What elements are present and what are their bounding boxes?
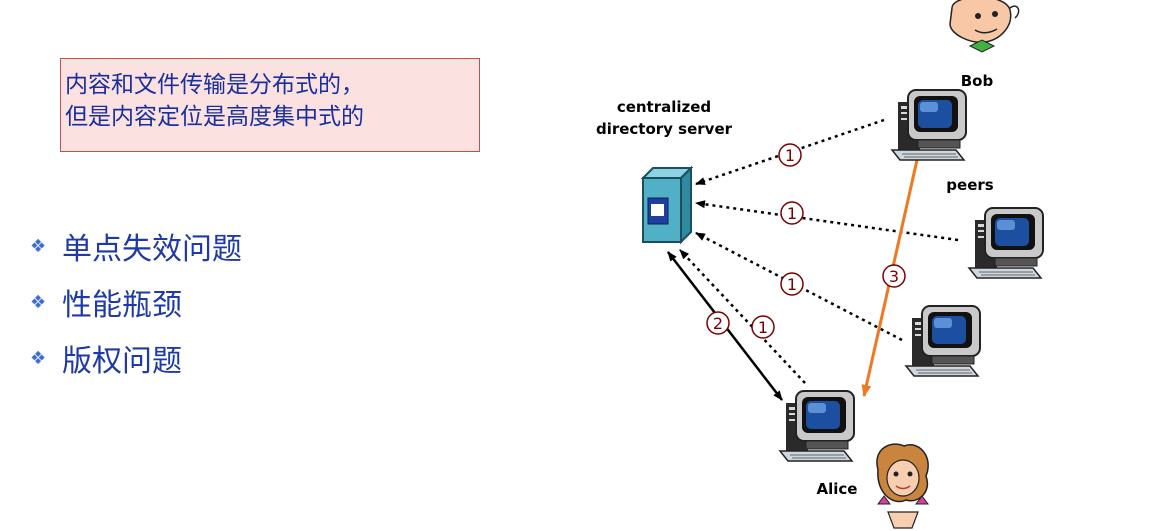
computer-icon	[891, 89, 967, 161]
bullet-item: ❖ 版权问题	[30, 330, 242, 386]
computer-icon	[779, 390, 855, 462]
diamond-bullet-icon: ❖	[30, 235, 47, 257]
svg-text:1: 1	[787, 204, 797, 223]
svg-text:1: 1	[758, 318, 768, 337]
query-arrow-peer-a	[695, 200, 959, 242]
callout-box: 内容和文件传输是分布式的， 但是内容定位是高度集中式的	[60, 58, 480, 152]
alice-label: Alice	[817, 480, 858, 498]
bullet-list: ❖ 单点失效问题 ❖ 性能瓶颈 ❖ 版权问题	[30, 218, 242, 386]
step-badge: 1	[780, 272, 804, 296]
step-badge: 1	[751, 315, 775, 339]
query-arrow-alice	[679, 249, 806, 384]
bullet-item: ❖ 性能瓶颈	[30, 274, 242, 330]
bullet-text: 性能瓶颈	[62, 288, 182, 323]
callout-line-2: 但是内容定位是高度集中式的	[65, 104, 364, 130]
server-label-line-1: centralized	[617, 98, 711, 116]
step-badge: 1	[778, 143, 802, 167]
svg-text:1: 1	[787, 275, 797, 294]
alice-face-icon	[876, 443, 929, 529]
peers-label: peers	[946, 176, 993, 194]
svg-text:2: 2	[713, 314, 723, 333]
callout-line-1: 内容和文件传输是分布式的，	[65, 72, 364, 98]
bullet-text: 版权问题	[62, 344, 182, 379]
bob-label: Bob	[961, 72, 994, 90]
diamond-bullet-icon: ❖	[30, 347, 47, 369]
step-badge: 1	[780, 201, 804, 225]
bullet-item: ❖ 单点失效问题	[30, 218, 242, 274]
server-icon	[640, 165, 694, 245]
step-badge: 3	[882, 264, 906, 288]
server-label-line-2: directory server	[596, 120, 733, 138]
svg-text:3: 3	[889, 267, 899, 286]
svg-text:1: 1	[785, 146, 795, 165]
diamond-bullet-icon: ❖	[30, 291, 47, 313]
computer-icon	[968, 207, 1044, 279]
step-badge: 2	[706, 311, 730, 335]
bob-face-icon	[949, 0, 1020, 53]
bullet-text: 单点失效问题	[62, 232, 242, 267]
computer-icon	[905, 305, 981, 377]
